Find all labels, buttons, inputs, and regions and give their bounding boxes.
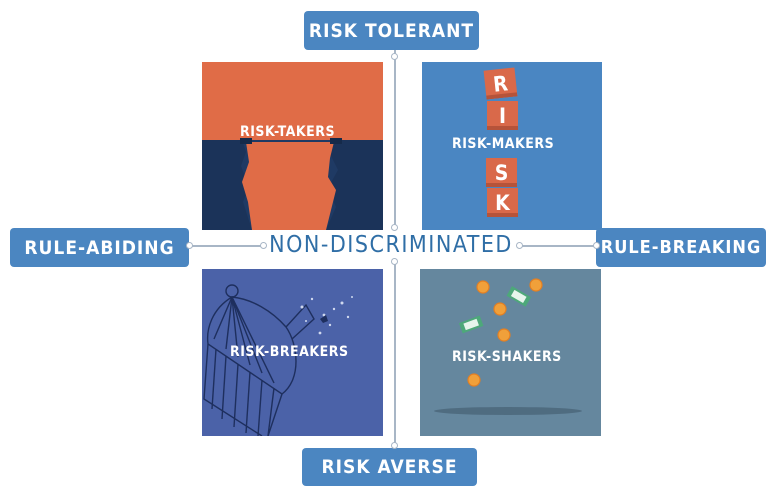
risk-block-i: I (487, 101, 518, 130)
risk-block-s: S (486, 158, 517, 187)
cliffs-icon (202, 62, 383, 230)
quadrant-risk-takers: RISK-TAKERS (202, 62, 383, 230)
horizontal-connector-right (518, 245, 596, 247)
connector-dot-bottom (391, 442, 398, 449)
quadrant-label-risk-shakers: RISK-SHAKERS (452, 349, 562, 365)
axis-label-rule-breaking: RULE-BREAKING (596, 228, 766, 267)
axis-label-risk-averse: RISK AVERSE (302, 448, 477, 486)
risk-block-k: K (487, 188, 518, 217)
horizontal-connector-left (189, 245, 265, 247)
connector-dot-top (391, 53, 398, 60)
quadrant-label-risk-breakers: RISK-BREAKERS (230, 344, 349, 360)
connector-dot-right (593, 242, 600, 249)
open-cage-icon (203, 284, 353, 436)
quadrant-risk-breakers: RISK-BREAKERS (202, 269, 383, 436)
quadrant-risk-makers: R I S K RISK-MAKERS (422, 62, 602, 230)
vertical-connector-bottom (394, 262, 396, 448)
vertical-connector-top (394, 50, 396, 228)
falling-money-icon (434, 278, 582, 415)
quadrant-risk-shakers: RISK-SHAKERS (420, 269, 601, 436)
axis-label-risk-tolerant: RISK TOLERANT (304, 11, 479, 50)
connector-dot-center-left (260, 242, 267, 249)
connector-dot-upper-center (391, 224, 398, 231)
connector-dot-left (186, 242, 193, 249)
quadrant-label-risk-takers: RISK-TAKERS (240, 124, 336, 140)
risk-block-r: R (483, 67, 518, 100)
connector-dot-lower-center (391, 258, 398, 265)
axis-label-rule-abiding: RULE-ABIDING (10, 228, 189, 267)
center-label-non-discriminated: NON-DISCRIMINATED (264, 230, 518, 260)
connector-dot-center-right (516, 242, 523, 249)
quadrant-label-risk-makers: RISK-MAKERS (452, 136, 555, 152)
